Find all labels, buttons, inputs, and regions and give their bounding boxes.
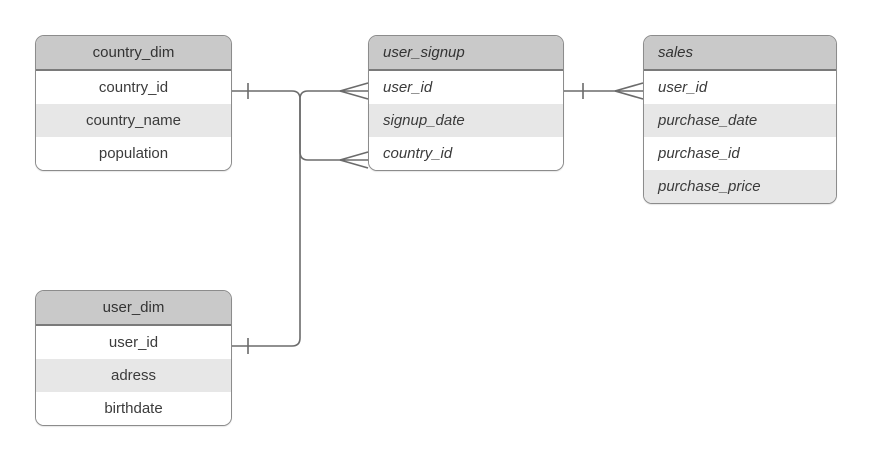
connector-user-signup-to-sales: [564, 82, 644, 100]
entity-field[interactable]: user_id: [369, 71, 563, 104]
entity-field[interactable]: purchase_id: [644, 137, 836, 170]
entity-field[interactable]: birthdate: [36, 392, 231, 425]
entity-title-sales: sales: [644, 36, 836, 71]
marker-many-crowsfoot: [614, 82, 644, 100]
entity-field[interactable]: population: [36, 137, 231, 170]
entity-title-user_dim: user_dim: [36, 291, 231, 326]
entity-field[interactable]: country_name: [36, 104, 231, 137]
entity-field[interactable]: user_id: [644, 71, 836, 104]
entity-field[interactable]: adress: [36, 359, 231, 392]
marker-many-crowsfoot: [339, 151, 369, 169]
connector-user-dim-to-user-signup: [232, 82, 369, 354]
connector-country-dim-to-user-signup: [232, 83, 369, 169]
entity-title-country_dim: country_dim: [36, 36, 231, 71]
entity-field[interactable]: user_id: [36, 326, 231, 359]
entity-title-user_signup: user_signup: [369, 36, 563, 71]
marker-many-crowsfoot: [339, 82, 369, 100]
entity-field[interactable]: country_id: [36, 71, 231, 104]
entity-field[interactable]: signup_date: [369, 104, 563, 137]
entity-field[interactable]: country_id: [369, 137, 563, 170]
entity-field[interactable]: purchase_date: [644, 104, 836, 137]
entity-field[interactable]: purchase_price: [644, 170, 836, 203]
